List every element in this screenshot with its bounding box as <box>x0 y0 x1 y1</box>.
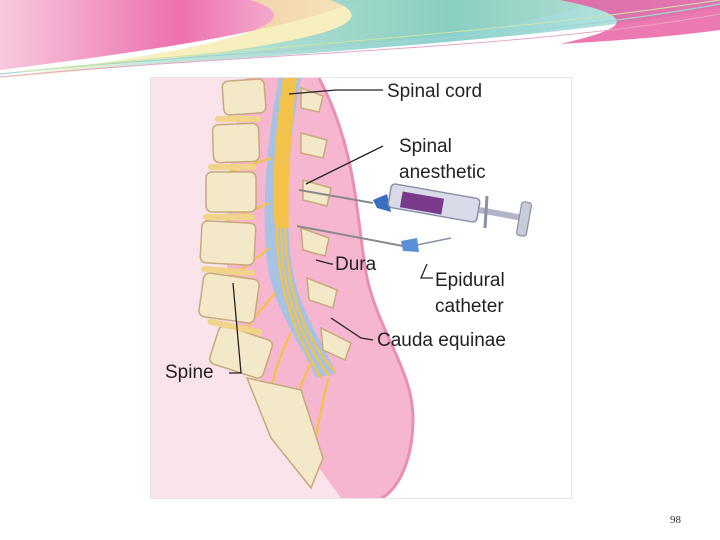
page-number: 98 <box>670 514 681 526</box>
label-cauda-equinae: Cauda equinae <box>377 330 506 352</box>
label-epidural-catheter: Epidural catheter <box>435 268 505 320</box>
label-spinal-cord: Spinal cord <box>387 81 482 103</box>
label-spinal-anesthetic: Spinal anesthetic <box>399 134 486 186</box>
decorative-banner <box>0 0 720 80</box>
label-dura: Dura <box>335 254 376 276</box>
illustration-graphics <box>151 78 571 498</box>
spinal-anesthesia-illustration: Spinal cord Spinal anesthetic Dura Epidu… <box>150 77 572 499</box>
label-spine: Spine <box>165 362 214 384</box>
